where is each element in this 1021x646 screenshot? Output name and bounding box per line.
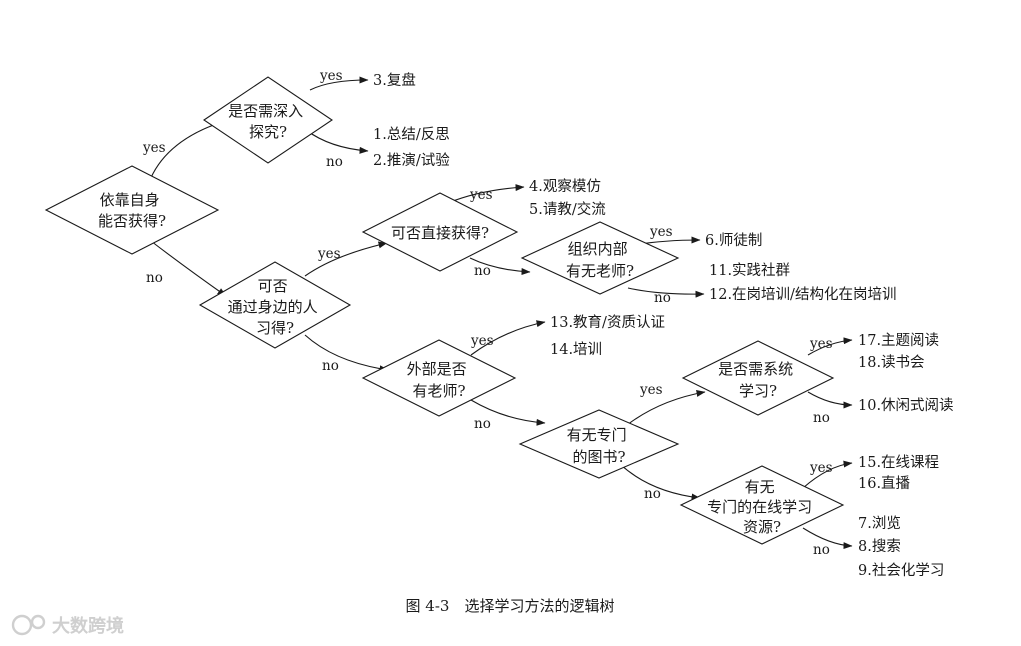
outcome-2: 2.推演/试验: [373, 152, 450, 169]
edge-label-d8-yes: yes: [809, 336, 833, 352]
outcome-17: 17.主题阅读: [858, 332, 939, 349]
edge-label-d2-yes: yes: [319, 68, 343, 84]
decision-d1-shape: [44, 165, 220, 255]
decision-d9-shape: [679, 465, 845, 545]
decision-d2-shape: [203, 76, 333, 164]
outcome-18: 18.读书会: [858, 354, 925, 371]
outcome-13: 13.教育/资质认证: [550, 314, 665, 331]
edge-label-d4-yes: yes: [469, 187, 493, 203]
edge-d8-o10: [807, 391, 853, 409]
outcome-12: 12.在岗培训/结构化在岗培训: [709, 286, 896, 303]
decision-d3-label: 可否 通过身边的人 习得?: [228, 277, 323, 337]
edge-d9-o8: [802, 527, 853, 550]
edge-d2-o2: [305, 129, 369, 154]
edge-d1-d3: [146, 237, 227, 297]
outcome-7: 7.浏览: [858, 515, 901, 532]
outcome-4: 4.观察模仿: [529, 177, 601, 195]
edge-label-d8-no: no: [813, 410, 830, 426]
edge-label-d3-yes: yes: [317, 246, 341, 262]
edge-label-d5-no: no: [654, 290, 671, 306]
edge-d7-d9: [619, 463, 701, 501]
edge-label-d6-yes: yes: [470, 333, 494, 349]
outcome-5: 5.请教/交流: [529, 200, 606, 218]
decision-d7-shape: [518, 409, 680, 479]
decision-d5-label: 组织内部 有无老师?: [566, 240, 634, 280]
edge-d2-o3: [309, 76, 369, 91]
edge-d8-o17: [807, 337, 853, 356]
decision-d2-label: 是否需深入 探究?: [228, 102, 308, 141]
edge-label-d9-yes: yes: [809, 460, 833, 476]
decision-d3-shape: [198, 261, 352, 349]
outcome-9: 9.社会化学习: [858, 562, 944, 579]
outcome-15: 15.在线课程: [858, 454, 939, 471]
edge-label-d2-no: no: [326, 154, 343, 170]
edge-label-d7-no: no: [644, 486, 661, 502]
edge-d5-o12: [627, 287, 705, 298]
decision-d6-label: 外部是否 有老师?: [407, 360, 472, 400]
edge-label-d1-yes: yes: [142, 140, 166, 156]
edge-label-d6-no: no: [474, 416, 491, 432]
edge-d9-o15: [802, 460, 853, 489]
decision-d4-label: 可否直接获得?: [391, 224, 489, 242]
edge-label-d4-no: no: [474, 263, 491, 279]
watermark-logo-icon: [11, 614, 46, 636]
outcome-14: 14.培训: [550, 341, 602, 358]
decision-d8-shape: [681, 340, 835, 416]
decision-labels: 依靠自身 能否获得? 是否需深入 探究? 可否 通过身边的人 习得? 可否直接获…: [98, 102, 817, 536]
watermark: 大数跨境: [11, 614, 124, 637]
decision-d7-label: 有无专门 的图书?: [567, 426, 632, 466]
outcome-8: 8.搜索: [858, 538, 901, 555]
outcome-11: 11.实践社群: [709, 262, 790, 279]
decision-d8-label: 是否需系统 学习?: [718, 360, 798, 400]
outcome-6: 6.师徒制: [705, 232, 762, 249]
outcome-labels: 3.复盘 1.总结/反思 2.推演/试验 4.观察模仿 5.请教/交流 6.师徒…: [373, 71, 954, 579]
edge-label-d1-no: no: [146, 270, 163, 286]
edge-label-d5-yes: yes: [649, 224, 673, 240]
edge-label-d3-no: no: [322, 358, 339, 374]
connectors: [146, 76, 853, 550]
outcome-10: 10.休闲式阅读: [858, 397, 954, 414]
decision-d4-shape: [361, 192, 519, 272]
edge-d6-o13: [470, 320, 546, 356]
edge-d7-d8: [626, 390, 706, 426]
decision-d1-label: 依靠自身 能否获得?: [98, 191, 166, 230]
decision-d5-shape: [520, 221, 680, 295]
outcome-1: 1.总结/反思: [373, 126, 450, 143]
decision-d9-label: 有无 专门的在线学习 资源?: [707, 478, 817, 536]
decision-nodes: [44, 76, 845, 545]
outcome-3: 3.复盘: [373, 71, 416, 89]
edge-d6-d7: [470, 399, 546, 426]
edge-d3-d4: [304, 241, 388, 277]
edge-d3-d6: [304, 334, 389, 373]
decision-d6-shape: [361, 339, 517, 417]
outcome-16: 16.直播: [858, 475, 911, 492]
figure-caption: 图 4-3 选择学习方法的逻辑树: [406, 597, 615, 615]
edge-labels: yes no yes no yes no yes no yes no yes n…: [142, 68, 833, 558]
edge-label-d7-yes: yes: [639, 382, 663, 398]
edge-d4-d5: [469, 257, 531, 276]
watermark-text: 大数跨境: [52, 615, 124, 637]
edge-label-d9-no: no: [813, 542, 830, 558]
